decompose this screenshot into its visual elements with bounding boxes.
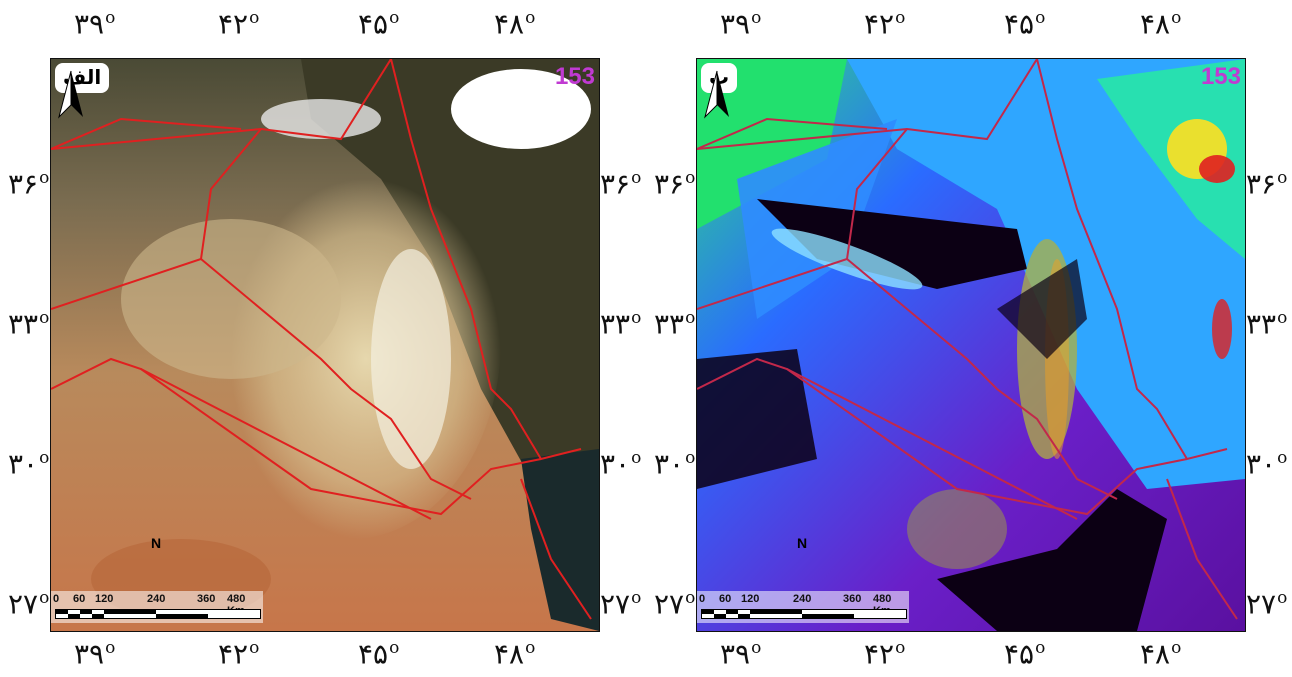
- top-tick: ۴۲o: [218, 7, 260, 41]
- scale-label: 360: [843, 593, 862, 605]
- scale-bar: 0 60 120 240 360 480 Km: [697, 591, 909, 623]
- map-panel-false-color: ۳۹o ۴۲o ۴۵o ۴۸o ۳۹o ۴۲o ۴۵o ۴۸o ۳۶o ۳۳o …: [646, 0, 1292, 677]
- scale-label: 240: [147, 593, 166, 605]
- north-label: N: [151, 535, 162, 551]
- north-label: N: [797, 535, 808, 551]
- scene-number: 153: [554, 63, 595, 90]
- right-tick: ۲۷o: [1246, 587, 1288, 621]
- left-tick: ۳۰o: [654, 447, 696, 481]
- right-tick: ۳۳o: [1246, 307, 1288, 341]
- bottom-tick: ۴۲o: [218, 637, 260, 671]
- panel-label: الف: [55, 63, 110, 93]
- left-tick: ۳۳o: [654, 307, 696, 341]
- top-tick: ۴۵o: [358, 7, 400, 41]
- bottom-tick: ۳۹o: [74, 637, 116, 671]
- scale-bar: 0 60 120 240 360 480 Km: [51, 591, 263, 623]
- top-tick: ۳۹o: [74, 7, 116, 41]
- scale-label: 120: [741, 593, 760, 605]
- scale-label: 360: [197, 593, 216, 605]
- left-tick: ۳۶o: [654, 167, 696, 201]
- scale-label: 60: [73, 593, 86, 605]
- bottom-tick: ۳۹o: [720, 637, 762, 671]
- bottom-tick: ۴۵o: [358, 637, 400, 671]
- top-tick: ۴۲o: [864, 7, 906, 41]
- right-tick: ۳۶o: [600, 167, 642, 201]
- right-tick: ۲۷o: [600, 587, 642, 621]
- bottom-tick: ۴۵o: [1004, 637, 1046, 671]
- top-tick: ۴۵o: [1004, 7, 1046, 41]
- scale-label: 60: [719, 593, 732, 605]
- top-tick: ۴۸o: [1140, 7, 1182, 41]
- bottom-tick: ۴۸o: [494, 637, 536, 671]
- scale-label: 0: [53, 593, 60, 605]
- right-tick: ۳۶o: [1246, 167, 1288, 201]
- north-arrow-icon: [704, 70, 729, 119]
- left-tick: ۲۷o: [654, 587, 696, 621]
- left-tick: ۳۶o: [8, 167, 50, 201]
- bottom-tick: ۴۸o: [1140, 637, 1182, 671]
- left-tick: ۳۰o: [8, 447, 50, 481]
- scale-label: 120: [95, 593, 114, 605]
- top-tick: ۳۹o: [720, 7, 762, 41]
- right-tick: ۳۰o: [600, 447, 642, 481]
- left-tick: ۲۷o: [8, 587, 50, 621]
- map-frame: الف 153 N 0 60 120 240 360 480 Km: [50, 58, 600, 632]
- satellite-image-true-color: [51, 59, 599, 631]
- right-tick: ۳۰o: [1246, 447, 1288, 481]
- left-tick: ۳۳o: [8, 307, 50, 341]
- map-panel-true-color: ۳۹o ۴۲o ۴۵o ۴۸o ۳۹o ۴۲o ۴۵o ۴۸o ۳۶o ۳۳o …: [8, 7, 642, 671]
- north-arrow-icon: [58, 70, 83, 119]
- right-tick: ۳۳o: [600, 307, 642, 341]
- bottom-tick: ۴۲o: [864, 637, 906, 671]
- scale-bar-track: [701, 609, 907, 619]
- scene-number: 153: [1200, 63, 1241, 90]
- scale-label: 240: [793, 593, 812, 605]
- top-tick: ۴۸o: [494, 7, 536, 41]
- satellite-image-false-color: [697, 59, 1245, 631]
- scale-bar-track: [55, 609, 261, 619]
- map-frame: ب 153 N 0 60 120 240 360 480 Km: [696, 58, 1246, 632]
- scale-label: 0: [699, 593, 706, 605]
